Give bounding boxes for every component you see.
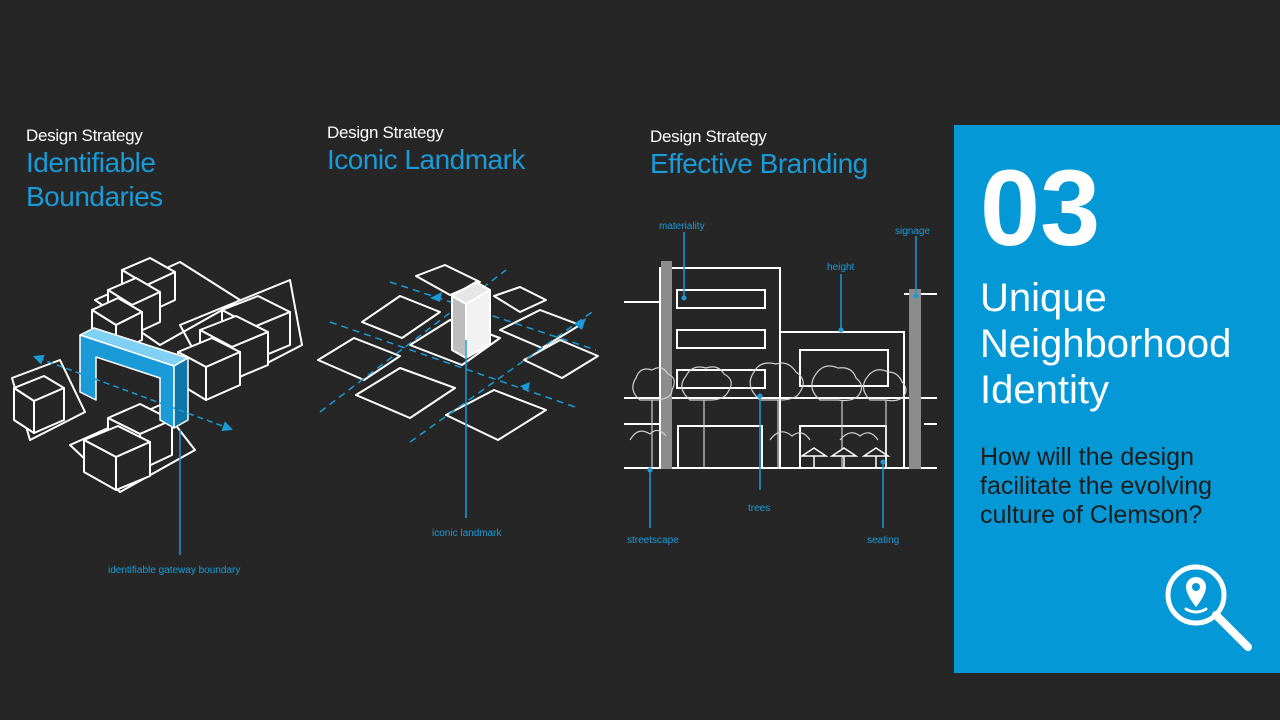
trees xyxy=(629,362,907,468)
strategy-title: Identifiable xyxy=(26,147,156,178)
panel-number: 03 xyxy=(980,147,1101,268)
building-cluster xyxy=(83,403,173,491)
gateway-arrow xyxy=(33,354,233,432)
branding-diagram xyxy=(624,232,937,528)
strategy-title: Effective Branding xyxy=(650,148,868,179)
panel-title-line: Neighborhood xyxy=(980,322,1232,366)
strategy-kicker: Design Strategy xyxy=(26,126,143,145)
panel-title-line: Identity xyxy=(980,368,1109,412)
arrowheads xyxy=(430,292,586,392)
strategy-landmark-heading: Design Strategy Iconic Landmark xyxy=(327,123,525,177)
seating-umbrellas xyxy=(799,447,891,468)
panel-title: Unique Neighborhood Identity xyxy=(980,275,1270,413)
label-streetscape: streetscape xyxy=(627,535,679,546)
strategy-boundaries-heading: Design Strategy Identifiable Boundaries xyxy=(26,126,163,214)
block-outline xyxy=(409,319,501,366)
materiality-strip xyxy=(661,261,672,469)
strategy-title: Boundaries xyxy=(26,181,163,212)
block-outline xyxy=(361,295,441,339)
landmark-tower xyxy=(451,281,491,359)
label-landmark: iconic landmark xyxy=(432,528,502,539)
strategy-branding-heading: Design Strategy Effective Branding xyxy=(650,127,868,181)
strategy-kicker: Design Strategy xyxy=(327,123,444,142)
block-outline xyxy=(493,286,547,313)
window xyxy=(676,329,766,349)
location-search-icon xyxy=(1165,564,1252,651)
block-outline xyxy=(523,339,599,379)
label-signage: signage xyxy=(895,226,930,237)
building-low xyxy=(780,331,905,468)
identity-panel: 03 Unique Neighborhood Identity How will… xyxy=(954,125,1280,673)
strategy-kicker: Design Strategy xyxy=(650,127,767,146)
panel-title-line: Unique xyxy=(980,276,1107,320)
leader-lines xyxy=(649,232,917,528)
block-outline xyxy=(445,389,547,441)
storefront xyxy=(799,425,887,469)
label-height: height xyxy=(827,262,854,273)
block-outline xyxy=(317,337,401,381)
block-outline xyxy=(355,367,456,419)
building-cluster xyxy=(13,375,65,434)
label-gateway: identifiable gateway boundary xyxy=(108,565,240,576)
leader-dots xyxy=(647,293,919,473)
building-cluster xyxy=(177,295,291,401)
label-seating: seating xyxy=(867,535,899,546)
label-materiality: materiality xyxy=(659,221,705,232)
landmark-diagram xyxy=(317,264,599,518)
strategy-title: Iconic Landmark xyxy=(327,144,525,175)
block-outline xyxy=(415,264,481,296)
window xyxy=(676,289,766,309)
boundaries-diagram xyxy=(11,257,303,555)
window xyxy=(799,349,889,387)
window xyxy=(676,369,766,389)
strategy-diagrams: identifiable gateway boundary xyxy=(11,221,937,576)
storefront xyxy=(677,425,763,469)
panel-question: How will the design facilitate the evolv… xyxy=(980,443,1213,529)
signage-column xyxy=(909,289,921,469)
label-trees: trees xyxy=(748,503,770,514)
